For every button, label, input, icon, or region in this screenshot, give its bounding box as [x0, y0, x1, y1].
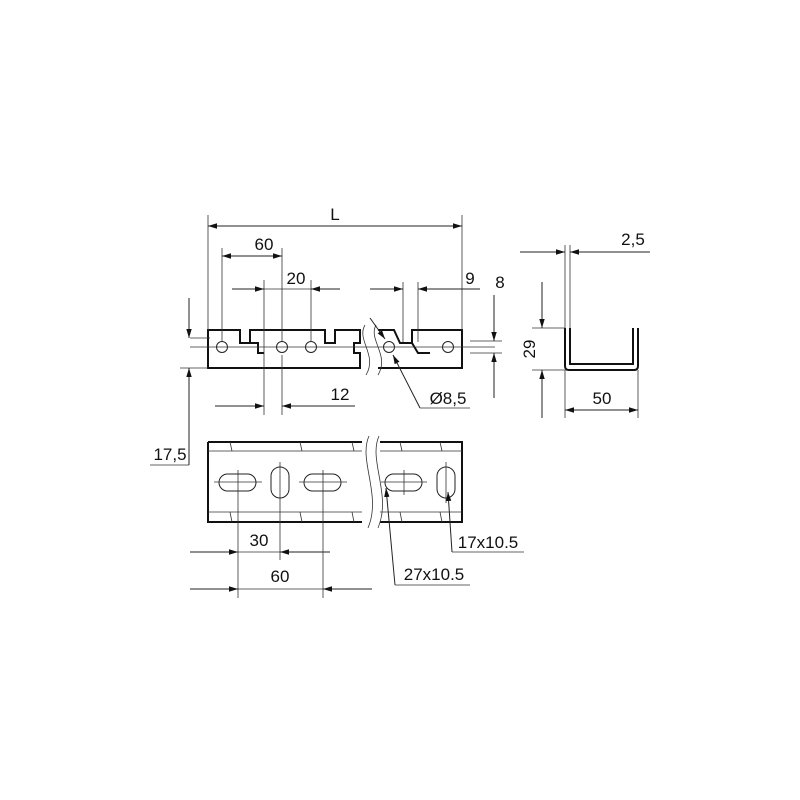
front-view — [207, 435, 463, 529]
slot-short-leader: 17x10.5 — [445, 491, 524, 553]
slot-top-label: 20 — [287, 269, 306, 288]
dimension-slot-top: 20 — [232, 269, 340, 415]
pitch-30-label: 30 — [250, 531, 269, 550]
thickness-label: 2,5 — [621, 230, 645, 249]
profile-width-label: 50 — [593, 389, 612, 408]
dimension-length: L — [207, 205, 463, 330]
offset-12-label: 12 — [331, 385, 350, 404]
dimension-offset-17-5: 17,5 — [150, 298, 208, 466]
dimension-pitch-top: 60 — [221, 235, 283, 342]
slot-long-label: 27x10.5 — [404, 565, 465, 584]
slot-long-leader: 27x10.5 — [384, 487, 470, 586]
top-view — [190, 324, 495, 376]
height-8-label: 8 — [495, 273, 504, 292]
dimension-offset-12: 12 — [215, 355, 355, 415]
profile-view — [564, 328, 639, 371]
hole-diameter-label: Ø8,5 — [430, 389, 467, 408]
dimension-pitch-30: 30 — [190, 495, 330, 598]
edge-9-label: 9 — [465, 269, 474, 288]
pitch-top-label: 60 — [255, 235, 274, 254]
dimension-profile-width: 50 — [564, 370, 639, 418]
dimension-height-8: 8 — [470, 273, 505, 398]
dimension-pitch-bottom: 60 — [190, 495, 372, 598]
slot-short-label: 17x10.5 — [458, 533, 519, 552]
dimension-thickness: 2,5 — [520, 230, 650, 328]
hole-diameter-leader: Ø8,5 — [369, 317, 470, 409]
profile-height-label: 29 — [520, 340, 539, 359]
dimension-edge-9: 9 — [370, 269, 480, 342]
dimension-profile-height: 29 — [520, 282, 565, 418]
length-label: L — [330, 205, 339, 224]
offset-17-5-label: 17,5 — [153, 445, 186, 464]
pitch-bottom-label: 60 — [271, 567, 290, 586]
